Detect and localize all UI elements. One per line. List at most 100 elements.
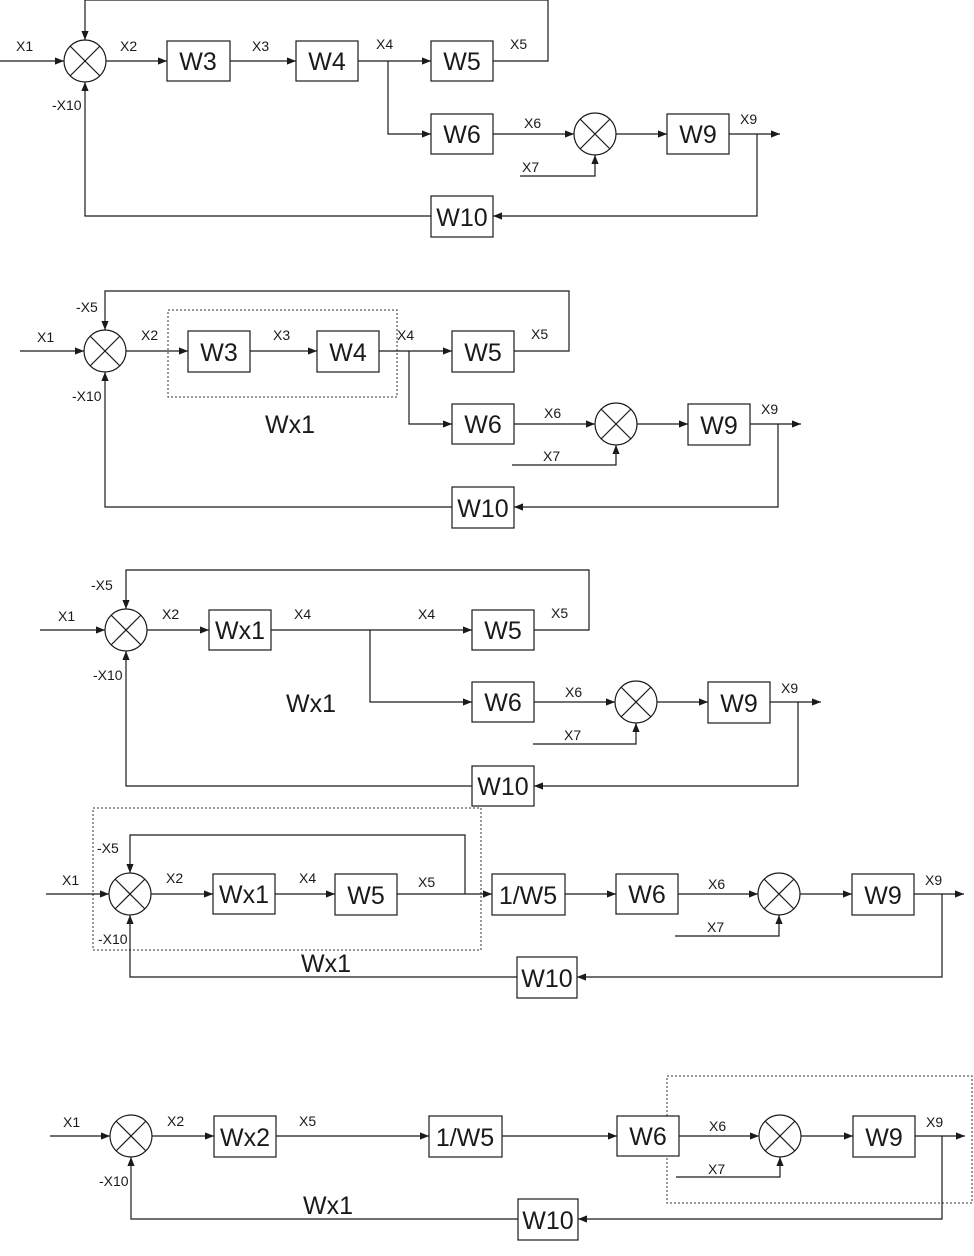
diagram-5: Wx2 1/W5 W6 W9 W10 Wx1 X1 X2 X5 X6 X7 X9… <box>50 1075 973 1241</box>
signal-label: -X10 <box>98 931 128 947</box>
signal-label: -X10 <box>99 1173 129 1189</box>
block-label: W10 <box>436 204 487 232</box>
signal-label: X9 <box>761 401 778 417</box>
group-label-wx1: Wx1 <box>303 1192 353 1220</box>
block-wx1 <box>212 873 276 915</box>
diagram-2: W3 W4 W5 W6 W9 W10 Wx1 X1 X2 X3 X4 X5 X6… <box>20 290 801 529</box>
signal-label: X5 <box>299 1113 316 1129</box>
group-box <box>666 1075 973 1204</box>
group-label-wx1: Wx1 <box>286 690 336 718</box>
block-label: W9 <box>864 882 902 910</box>
block-label: W4 <box>308 48 346 76</box>
signal-label: X2 <box>167 1113 184 1129</box>
signal-label: X4 <box>418 606 435 622</box>
summing-junction <box>614 680 658 724</box>
diagram-4: Wx1 W5 1/W5 W6 W9 W10 Wx1 X1 X2 X4 X5 X6… <box>46 807 964 999</box>
block-w6 <box>471 681 535 723</box>
summing-junction <box>594 402 638 446</box>
signal-label: X1 <box>16 38 33 54</box>
signal-label: X6 <box>708 876 725 892</box>
block-label: W5 <box>464 339 502 367</box>
block-inverse-w5 <box>428 1115 503 1158</box>
group-label-wx1: Wx1 <box>301 950 351 978</box>
summing-junction <box>104 608 148 652</box>
block-wx2 <box>213 1115 277 1158</box>
signal-label: X4 <box>294 606 311 622</box>
signal-label: X9 <box>781 680 798 696</box>
block-label: W10 <box>477 773 528 801</box>
signal-label: X2 <box>166 870 183 886</box>
signal-label: X9 <box>926 1114 943 1130</box>
signal-label: X1 <box>62 872 79 888</box>
signal-label: X6 <box>544 405 561 421</box>
signal-label: X9 <box>740 111 757 127</box>
signal-label: X5 <box>510 36 527 52</box>
signal-label: X3 <box>273 327 290 343</box>
signal-label: X7 <box>564 727 581 743</box>
block-wx1 <box>208 609 272 651</box>
block-label: W3 <box>179 48 217 76</box>
signal-label: X1 <box>58 608 75 624</box>
signal-label: -X10 <box>72 388 102 404</box>
block-label: W10 <box>521 965 572 993</box>
block-label: W6 <box>628 881 666 909</box>
block-label: Wx1 <box>219 881 269 909</box>
signal-label: X6 <box>524 115 541 131</box>
signal-label: -X5 <box>91 577 113 593</box>
block-w9 <box>852 1115 916 1158</box>
signal-label: X1 <box>37 329 54 345</box>
group-box-wx1 <box>167 309 398 398</box>
block-label: W10 <box>457 495 508 523</box>
diagram-3: Wx1 W5 W6 W9 W10 Wx1 X1 X2 X4 X4 X5 X6 X… <box>40 569 821 807</box>
block-label: W3 <box>200 339 238 367</box>
block-label: W4 <box>329 339 367 367</box>
signal-label: X6 <box>565 684 582 700</box>
block-label: W6 <box>484 689 522 717</box>
signal-label: X4 <box>397 327 414 343</box>
summing-junction <box>83 329 127 373</box>
block-label: W6 <box>629 1123 667 1151</box>
block-label: W9 <box>865 1124 903 1152</box>
block-label: W6 <box>464 411 502 439</box>
signal-label: X2 <box>120 38 137 54</box>
signal-label: X6 <box>709 1118 726 1134</box>
block-w5 <box>334 873 398 916</box>
summing-junction <box>757 872 801 916</box>
block-w10 <box>451 486 515 529</box>
signal-label: X7 <box>522 159 539 175</box>
signal-label: X4 <box>376 36 393 52</box>
signal-label: X5 <box>551 605 568 621</box>
block-w9 <box>851 873 915 916</box>
block-label: W6 <box>443 121 481 149</box>
block-w6 <box>616 1115 680 1157</box>
block-w10 <box>430 195 494 238</box>
block-inverse-w5 <box>491 873 566 916</box>
summing-junction <box>573 112 617 156</box>
signal-label: X2 <box>141 327 158 343</box>
block-w3 <box>187 330 251 373</box>
block-w6 <box>615 873 679 915</box>
block-label: W5 <box>443 48 481 76</box>
block-label: W9 <box>720 690 758 718</box>
block-label: 1/W5 <box>436 1124 494 1152</box>
signal-label: X7 <box>708 1161 725 1177</box>
signal-label: X1 <box>63 1114 80 1130</box>
block-label: W9 <box>679 121 717 149</box>
signal-label: X7 <box>543 448 560 464</box>
block-w9 <box>707 681 771 724</box>
signal-label: X7 <box>707 919 724 935</box>
signal-label: -X5 <box>76 299 98 315</box>
block-label: W9 <box>700 412 738 440</box>
block-w10 <box>471 765 535 807</box>
group-box-wx1 <box>92 807 482 951</box>
block-w9 <box>687 403 751 446</box>
block-w6 <box>451 403 515 445</box>
block-w9 <box>666 113 730 155</box>
signal-label: X5 <box>418 874 435 890</box>
diagram-1: W3 W4 W5 W6 W9 W10 X1 X2 X3 X4 X5 X6 X7 … <box>0 0 780 238</box>
signal-label: -X10 <box>52 97 82 113</box>
signal-label: X3 <box>252 38 269 54</box>
summing-junction <box>758 1114 802 1158</box>
block-w10 <box>516 956 578 999</box>
